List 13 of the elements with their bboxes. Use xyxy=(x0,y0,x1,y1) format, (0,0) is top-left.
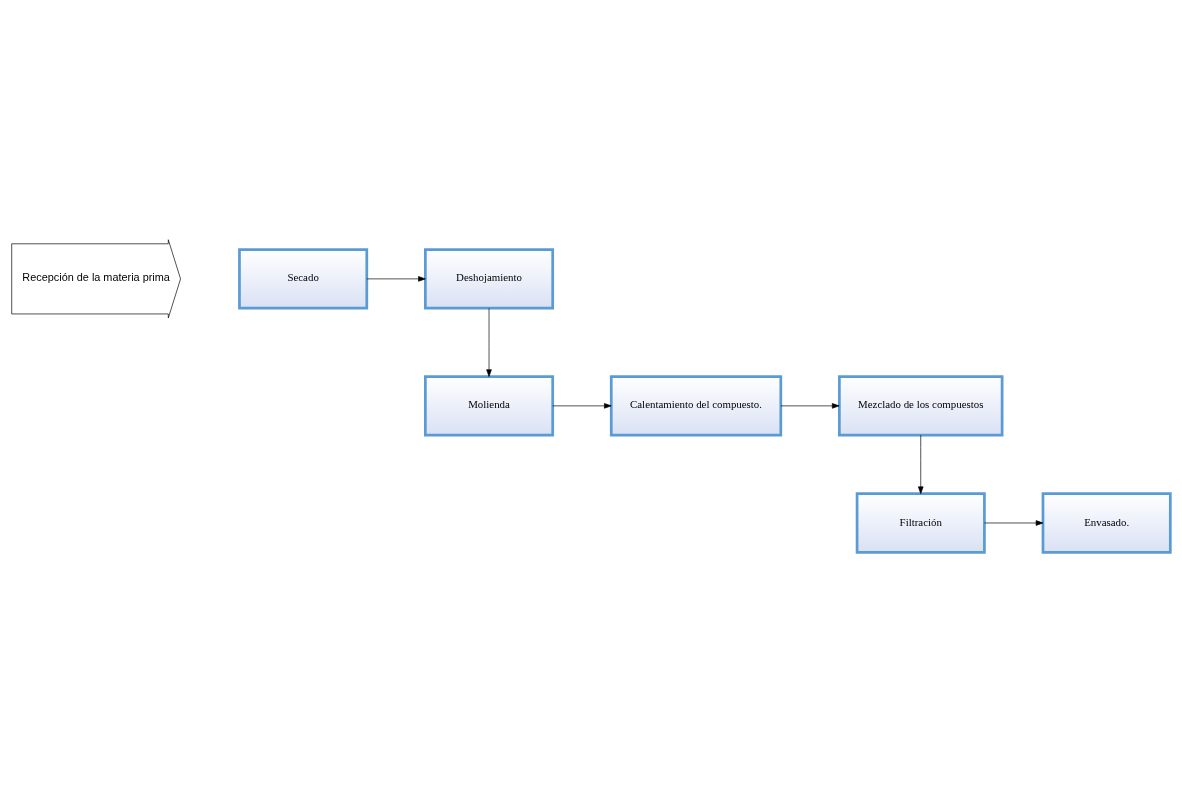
node-box: Deshojamiento xyxy=(424,248,555,310)
node-box: Mezclado de los compuestos xyxy=(838,375,1004,437)
node-box: Filtración xyxy=(855,492,986,554)
arrow xyxy=(984,520,1044,526)
arrow xyxy=(552,403,612,409)
node-box: Envasado. xyxy=(1041,492,1172,554)
arrow xyxy=(780,403,840,409)
node-box: Molienda xyxy=(424,375,555,437)
arrow xyxy=(486,308,492,377)
arrow xyxy=(366,276,426,282)
node-box: Secado xyxy=(238,248,369,310)
node-box: Calentamiento del compuesto. xyxy=(609,375,783,437)
arrow xyxy=(918,434,924,494)
